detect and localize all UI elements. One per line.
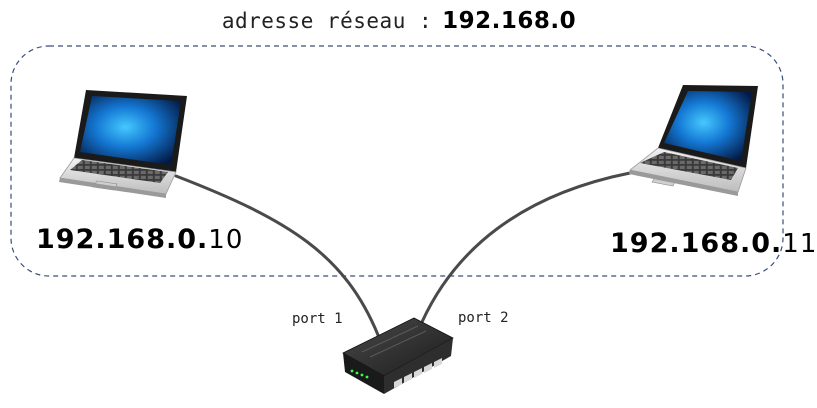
switch-icon xyxy=(342,317,454,394)
network-boundary xyxy=(10,45,784,277)
network-address-title: adresse réseau : 192.168.0 xyxy=(0,8,798,34)
host-left-ip-prefix: 192.168.0. xyxy=(36,224,209,255)
network-diagram: adresse réseau :192.168.0 192.168.0.10 1… xyxy=(0,8,817,394)
host-right-ip-prefix: 192.168.0. xyxy=(610,228,783,259)
laptop-left-icon xyxy=(59,90,187,198)
cable-left xyxy=(174,174,380,337)
network-address-value: 192.168.0 xyxy=(442,8,577,34)
host-right-ip: 192.168.0.11 xyxy=(610,228,817,259)
network-address-label: adresse réseau : xyxy=(221,9,433,33)
cable-right xyxy=(420,171,632,324)
host-left-ip-suffix: 10 xyxy=(208,225,244,255)
port-1-label: port 1 xyxy=(292,311,343,327)
laptop-right-icon xyxy=(629,85,758,196)
diagram-graphics xyxy=(10,45,784,394)
host-right-ip-suffix: 11 xyxy=(782,229,817,259)
host-left-ip: 192.168.0.10 xyxy=(36,224,243,255)
port-2-label: port 2 xyxy=(458,310,509,326)
